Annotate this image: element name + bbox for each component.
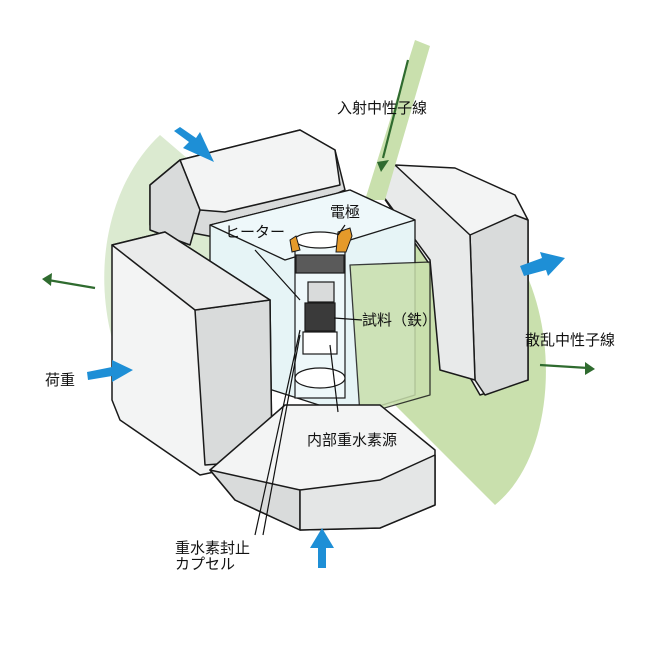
anvil-front-left	[111, 231, 273, 476]
blue-arrow-icon	[87, 127, 565, 568]
label-scattered-neutron: 散乱中性子線	[525, 331, 616, 349]
incident-beam	[365, 40, 430, 200]
label-incident-neutron: 入射中性子線	[337, 99, 428, 117]
label-internal-deuterium-source: 内部重水素源	[307, 431, 398, 449]
leader-lines	[254, 224, 363, 536]
label-capsule-line1: 重水素封止	[175, 539, 251, 557]
sample-iron	[304, 302, 336, 332]
anvil-bottom	[209, 404, 436, 531]
label-electrode: 電極	[330, 203, 361, 221]
green-arrow-icon	[42, 59, 595, 375]
label-heater: ヒーター	[225, 223, 286, 241]
capsule	[294, 231, 346, 399]
anvil-back-left	[149, 129, 346, 246]
label-load: 荷重	[45, 371, 76, 389]
label-sample: 試料（鉄）	[362, 311, 438, 329]
electrode	[335, 227, 353, 253]
label-capsule-line2: カプセル	[175, 555, 236, 573]
